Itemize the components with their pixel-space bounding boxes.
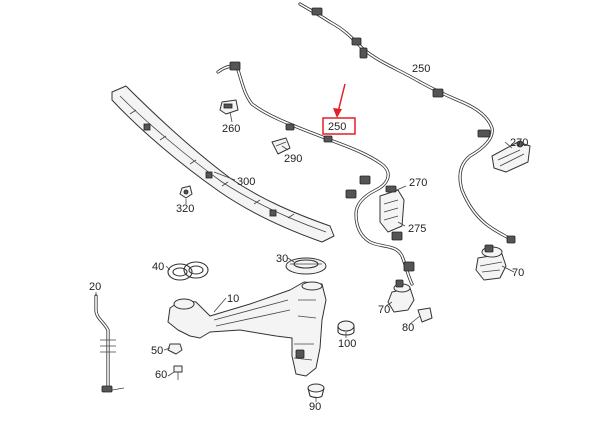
cap-30 [285,257,327,275]
label-100: 100 [338,338,356,350]
part-labels: 250 250 260 290 270 270 275 300 320 40 3… [89,63,528,413]
cowl-300 [111,85,335,243]
leader-lines [95,111,515,402]
pump-70-right [475,244,507,281]
screw-60 [173,365,183,380]
label-40: 40 [152,261,164,273]
label-290: 290 [284,153,302,165]
part-90 [307,383,325,399]
label-90: 90 [309,401,321,413]
label-10: 10 [227,293,239,305]
seal-40 [167,261,209,281]
hose-250-center [216,61,415,286]
label-320: 320 [176,203,194,215]
highlight-box [322,117,356,135]
hose-250-upper [298,2,516,244]
part-270-upper [491,140,531,173]
grommet-320 [179,185,193,199]
label-30: 30 [276,253,288,265]
clip-260 [219,99,239,115]
label-50: 50 [151,345,163,357]
label-270-upper: 270 [510,137,528,149]
label-300: 300 [237,176,255,188]
label-275: 275 [408,223,426,235]
label-20: 20 [89,281,101,293]
label-60: 60 [155,369,167,381]
reservoir-10 [167,281,327,377]
filler-neck-20 [94,294,125,393]
part-80 [417,307,433,323]
label-80: 80 [402,322,414,334]
clip-290 [271,137,291,155]
label-250-top: 250 [412,63,430,75]
pump-70-center [387,279,415,313]
part-270-275-center [379,185,405,233]
screw-50 [167,343,183,355]
label-270-center: 270 [409,177,427,189]
label-260: 260 [222,123,240,135]
label-250-highlight: 250 [328,121,346,133]
highlight-marker [322,83,356,135]
label-70-right: 70 [512,267,524,279]
label-70-center: 70 [378,304,390,316]
